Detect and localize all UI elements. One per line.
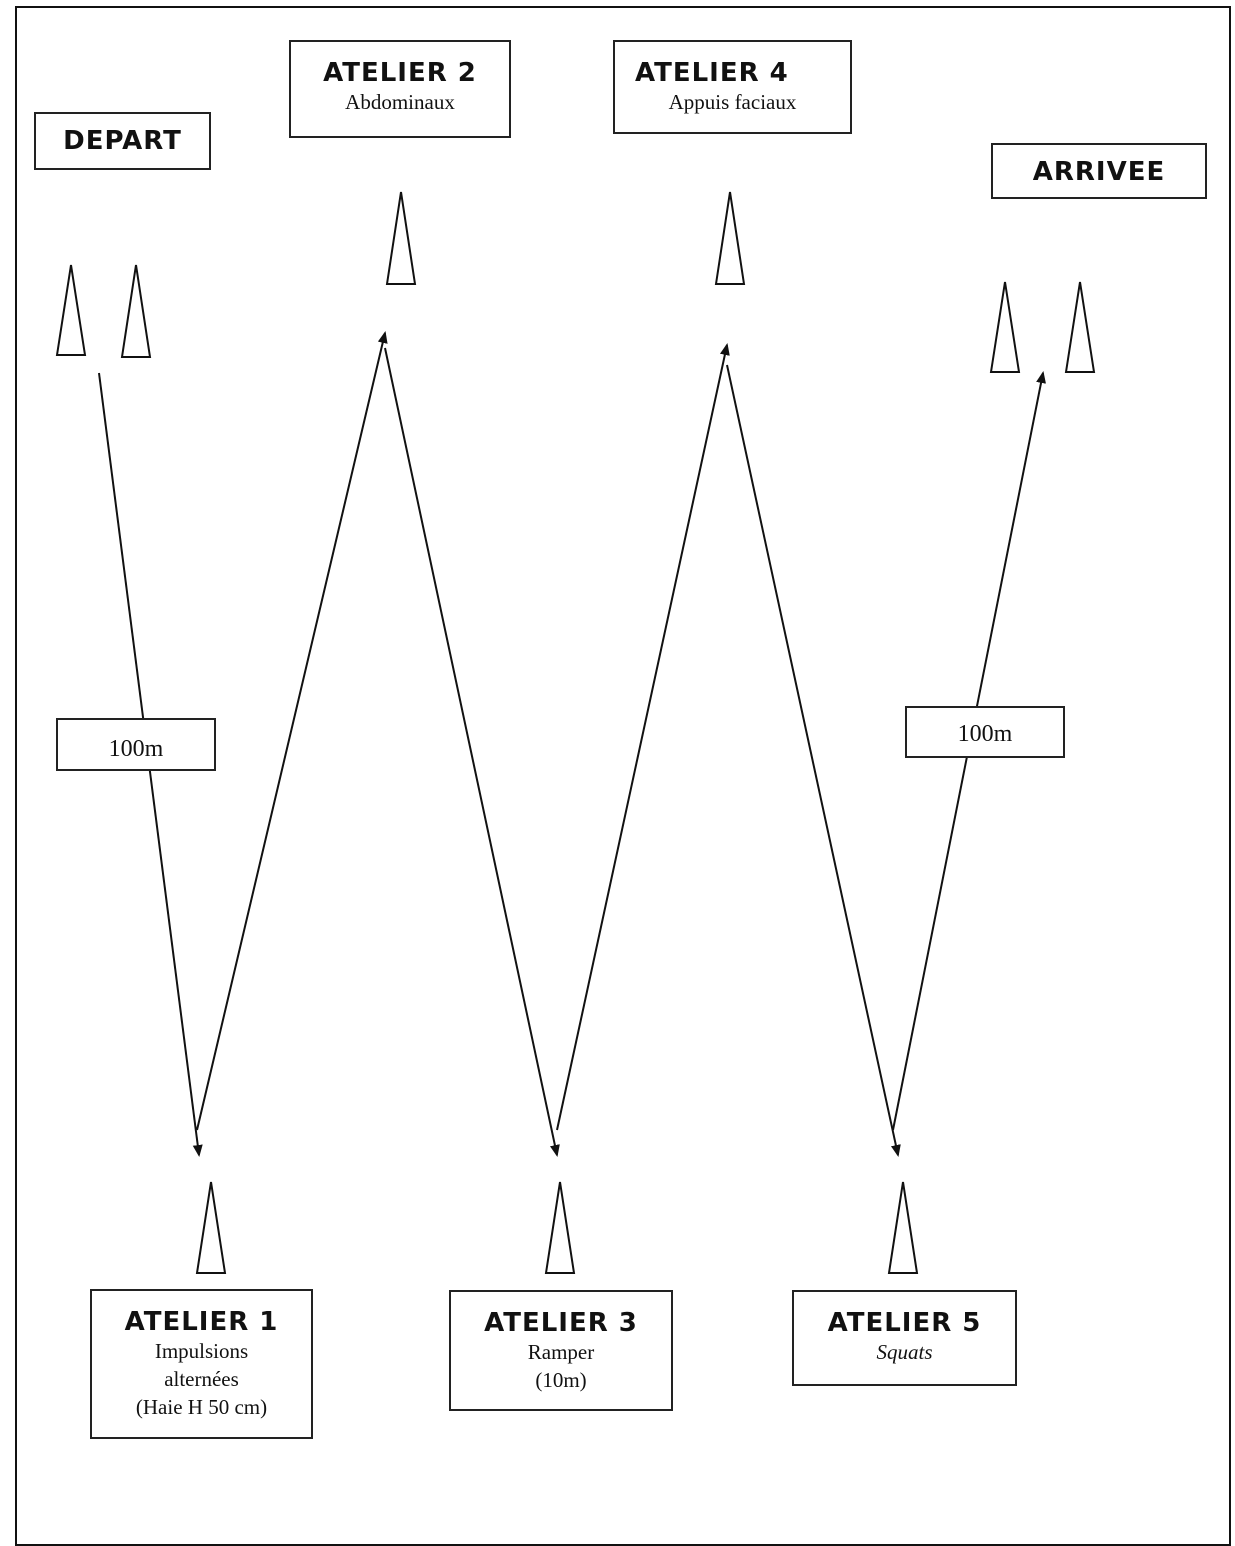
cone-icon xyxy=(195,1181,227,1274)
start-title: DEPART xyxy=(63,126,182,156)
station-title: ATELIER 4 xyxy=(635,58,789,88)
station-5: ATELIER 5 Squats xyxy=(792,1290,1017,1386)
cone-icon xyxy=(55,264,87,356)
distance-label-last: 100m xyxy=(905,706,1065,758)
cone-icon xyxy=(887,1181,919,1274)
cone-icon xyxy=(714,191,746,285)
finish-label: ARRIVEE xyxy=(991,143,1207,199)
cone-icon xyxy=(1064,281,1096,373)
distance-label-first: 100m xyxy=(56,718,216,771)
station-title: ATELIER 3 xyxy=(484,1308,638,1338)
station-2: ATELIER 2 Abdominaux xyxy=(289,40,511,138)
cone-icon xyxy=(385,191,417,285)
station-3: ATELIER 3 Ramper (10m) xyxy=(449,1290,673,1411)
station-detail: Appuis faciaux xyxy=(668,90,797,114)
cone-icon xyxy=(544,1181,576,1274)
arrow-icon xyxy=(384,347,560,1157)
station-title: ATELIER 5 xyxy=(827,1308,982,1338)
station-detail: alternées xyxy=(164,1367,239,1391)
cone-icon xyxy=(120,264,152,358)
station-detail: Impulsions xyxy=(154,1339,249,1363)
station-title: ATELIER 2 xyxy=(323,58,477,88)
station-detail: (Haie H 50 cm) xyxy=(135,1395,268,1419)
arrow-icon xyxy=(196,331,388,1131)
finish-title: ARRIVEE xyxy=(1032,157,1166,187)
station-detail: Squats xyxy=(876,1340,933,1364)
station-detail: Ramper xyxy=(527,1340,595,1364)
arrow-icon xyxy=(726,364,901,1157)
cone-icon xyxy=(989,281,1021,373)
station-4: ATELIER 4 Appuis faciaux xyxy=(613,40,852,134)
station-detail: (10m) xyxy=(535,1368,587,1392)
station-1: ATELIER 1 Impulsions alternées (Haie H 5… xyxy=(90,1289,313,1439)
start-label: DEPART xyxy=(34,112,211,170)
station-detail: Abdominaux xyxy=(345,90,455,114)
arrow-icon xyxy=(556,343,730,1131)
station-title: ATELIER 1 xyxy=(124,1307,279,1337)
